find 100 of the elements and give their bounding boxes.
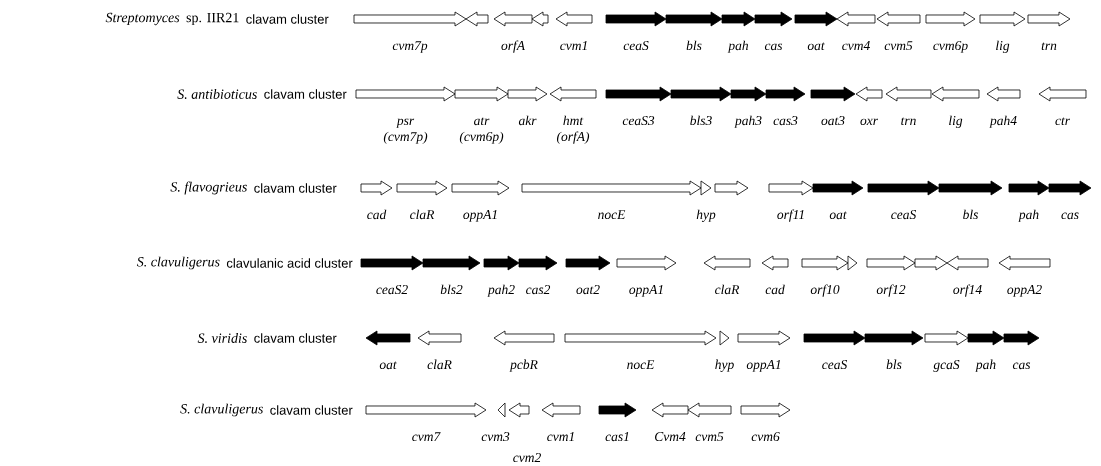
- node-label: atr (cvm6p): [459, 117, 504, 144]
- gene-block: bls2: [422, 255, 481, 295]
- cluster-title: S. clavuligerus: [180, 403, 263, 417]
- gene-block: oat: [812, 180, 864, 220]
- node-label: oppA1: [746, 360, 781, 372]
- node-label: akr: [518, 115, 537, 126]
- gene-block: bls: [938, 180, 1003, 220]
- node-label: trn: [1041, 42, 1057, 51]
- gene-block: ctr: [1038, 86, 1087, 126]
- gene-block: claR: [396, 180, 448, 220]
- gene-block: cas: [1003, 330, 1040, 370]
- cluster-title: clavam cluster: [246, 14, 329, 24]
- node-label: orfA: [501, 40, 526, 53]
- node-label: ceaS: [623, 41, 649, 51]
- node-label: orf14: [953, 284, 982, 297]
- gene-block: orf10: [801, 255, 849, 297]
- node-label: trn: [901, 117, 916, 126]
- gene-block: ceaS2: [360, 255, 424, 295]
- node-label: cvm6p: [933, 41, 968, 53]
- gene-triangle: [847, 255, 858, 271]
- node-label: pcbR: [509, 359, 538, 372]
- gene-block: pcbR: [493, 330, 555, 372]
- node-label: pah: [975, 359, 996, 372]
- node-label: cad: [367, 209, 387, 220]
- cluster-title: clavam cluster: [254, 333, 337, 343]
- node-label: cvm5: [695, 432, 724, 442]
- gene-block: oat2: [565, 255, 611, 295]
- gene-block: cvm4: [836, 11, 876, 51]
- node-label: Cvm4: [655, 432, 686, 442]
- node-label: oppA2: [1007, 285, 1042, 297]
- gene-block: ceaS: [803, 330, 866, 370]
- node-label: bls3: [690, 115, 712, 126]
- gene-block: bls: [864, 330, 924, 370]
- node-label: oat2: [576, 285, 600, 295]
- gene-block: trn: [1027, 11, 1071, 51]
- gene-block: ceaS: [605, 11, 667, 51]
- node-label: pah2: [487, 284, 515, 297]
- gene-block: orf14: [946, 255, 989, 297]
- node-label: cvm3: [481, 432, 510, 442]
- node-label: ceaS: [891, 210, 917, 220]
- node-label: oat3: [821, 116, 845, 126]
- node-label: ceaS3: [622, 116, 655, 126]
- node-label: cvm1: [560, 41, 587, 51]
- gene-block: cvm6: [740, 402, 791, 442]
- gene-block: bls3: [670, 86, 732, 126]
- cluster-title: S. clavuligerus: [136, 256, 220, 270]
- node-label: ceaS: [822, 360, 848, 370]
- gene-block: hmt (orfA): [549, 86, 597, 144]
- gene-block: orfA: [493, 11, 533, 53]
- gene-block: cad: [761, 255, 789, 295]
- node-label: nocE: [627, 360, 655, 370]
- cluster-title: S. antibioticus: [177, 89, 257, 99]
- node-label: cas2: [526, 285, 551, 295]
- node-label: hmt (orfA): [556, 115, 590, 144]
- node-label: cas: [1061, 212, 1079, 220]
- gene-block: oppA1: [451, 180, 510, 222]
- node-label: lig: [996, 40, 1010, 53]
- gene-block: atr (cvm6p): [454, 86, 509, 144]
- node-label: oat: [807, 42, 825, 51]
- node-label: bls: [963, 209, 978, 220]
- gene-block: ceaS: [867, 180, 940, 220]
- cluster-title: S. viridis: [197, 333, 247, 343]
- gene-block: oppA1: [737, 330, 791, 372]
- node-label: claR: [715, 284, 740, 295]
- gene-block: [914, 255, 948, 271]
- gene-block: cvm5: [876, 11, 921, 51]
- node-label: ceaS2: [376, 285, 408, 295]
- gene-block: oat: [794, 11, 838, 51]
- gene-block: cas3: [765, 86, 806, 126]
- node-label: oppA1: [629, 285, 663, 297]
- gene-block: oppA2: [998, 255, 1051, 297]
- node-label: oxr: [860, 118, 879, 126]
- gene-block: oat: [365, 330, 411, 370]
- node-label: pah: [727, 40, 749, 53]
- gene-block: orf11: [768, 180, 814, 222]
- gene-block: cvm5: [687, 402, 732, 442]
- gene-block: hyp: [696, 180, 716, 222]
- gene-block: oxr: [855, 86, 883, 126]
- node-label: cvm4: [842, 41, 870, 51]
- node-label: cad: [765, 284, 785, 295]
- node-label: cas3: [773, 116, 798, 126]
- node-label: bls2: [440, 284, 463, 295]
- gene-block: gcaS: [924, 330, 969, 372]
- node-label: claR: [410, 209, 435, 220]
- gene-block: psr (cvm7p): [355, 86, 456, 144]
- cluster-title: clavam cluster: [270, 405, 353, 415]
- gene-block: cas: [1048, 180, 1092, 220]
- gene-block: trn: [885, 86, 932, 126]
- gene-block: cvm1: [555, 11, 593, 51]
- gene-block: cas2: [518, 255, 558, 295]
- gene-block: Cvm4: [651, 402, 689, 442]
- gene-block: cad: [360, 180, 393, 220]
- node-label: psr (cvm7p): [383, 118, 428, 144]
- gene-block: oppA1: [616, 255, 677, 297]
- node-label: gcaS: [933, 360, 960, 372]
- node-label: cas: [1012, 362, 1031, 370]
- node-label: orf12: [876, 284, 906, 297]
- gene-block: lig: [979, 11, 1026, 53]
- node-label: cvm2: [513, 453, 541, 463]
- gene-block: [714, 180, 749, 196]
